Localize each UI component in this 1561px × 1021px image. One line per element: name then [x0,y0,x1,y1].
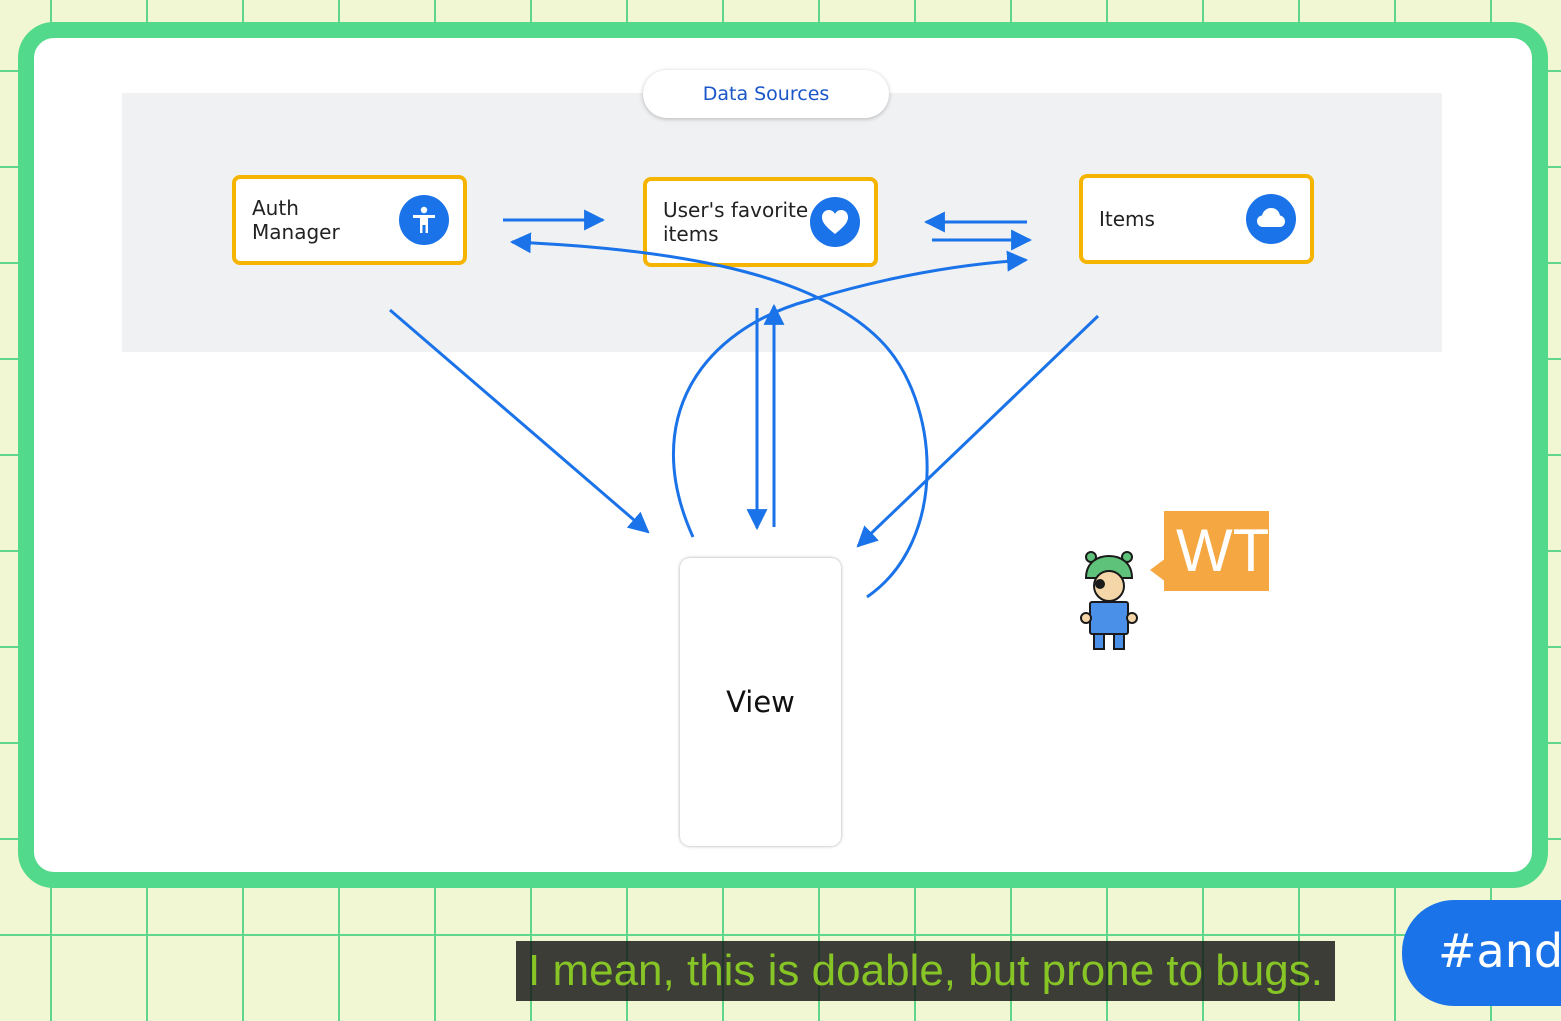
accessibility-icon [399,195,449,245]
arrow-view-to-auth-curve [509,232,929,599]
auth-manager-label: Auth Manager [252,196,340,244]
speech-bubble-tail [1150,558,1166,582]
hashtag-badge: #andr [1402,900,1561,1006]
speech-bubble: WT [1164,511,1269,591]
auth-manager-node: Auth Manager [232,175,467,265]
android-mascot [1078,548,1140,654]
items-label: Items [1099,207,1155,231]
arrow-auth-to-view [389,308,650,534]
arrow-view-to-items-curve [671,250,1029,538]
hashtag-text: #andr [1438,924,1561,978]
subtitle-caption: I mean, this is doable, but prone to bug… [516,941,1335,1001]
heart-icon [810,197,860,247]
favorite-items-label: User's favorite items [663,198,809,246]
favorite-items-node: User's favorite items [643,177,878,267]
view-node: View [680,558,841,846]
items-node: Items [1079,174,1314,264]
cloud-icon [1246,194,1296,244]
data-sources-label: Data Sources [643,70,889,118]
arrow-items-to-view [856,314,1100,548]
